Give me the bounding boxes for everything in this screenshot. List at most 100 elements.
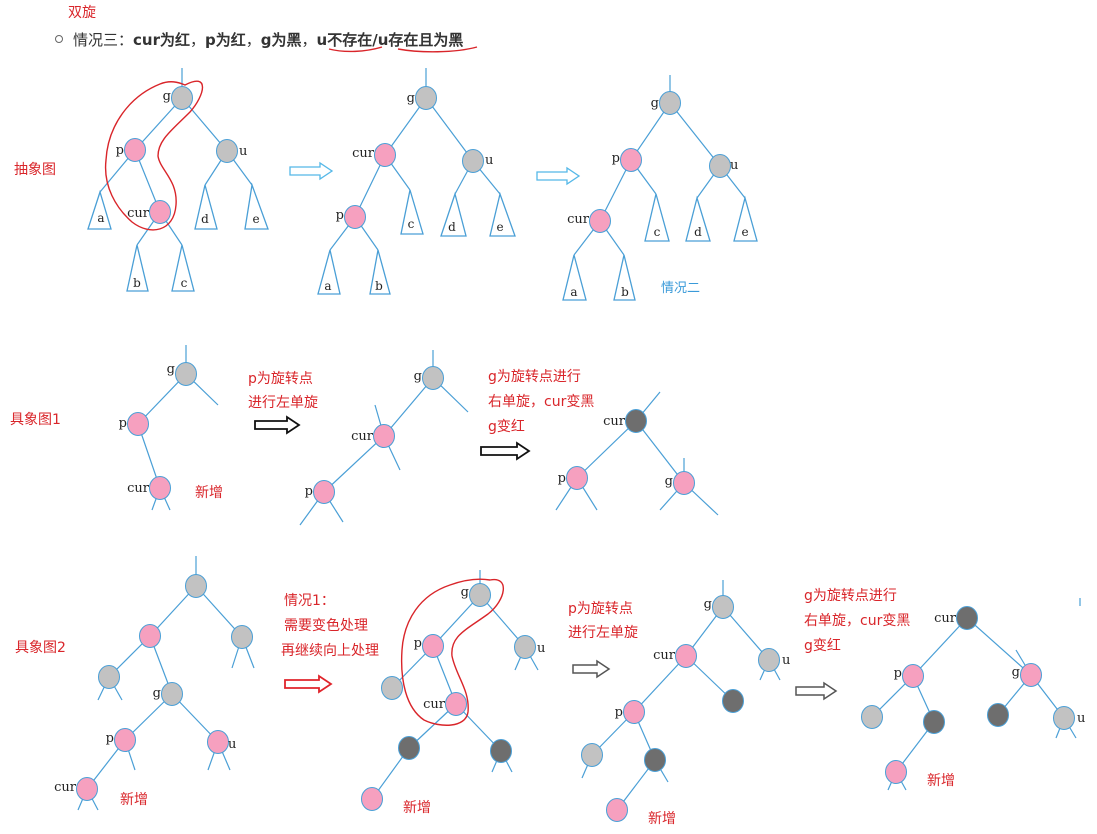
tree-edge bbox=[383, 377, 434, 437]
subtree-label: c bbox=[654, 225, 661, 239]
bullet-icon bbox=[55, 34, 63, 43]
case-description: 情况三：cur为红，p为红，g为黑，u不存在/u存在且为黑 bbox=[55, 29, 463, 50]
subtree-label: a bbox=[97, 211, 104, 225]
tree-node bbox=[361, 787, 383, 811]
tree-edge bbox=[669, 102, 721, 167]
highlight-loop bbox=[400, 578, 505, 726]
arrow-icon bbox=[795, 681, 838, 701]
subtree-label: d bbox=[694, 225, 702, 239]
tree-edge bbox=[425, 97, 474, 162]
case-conditions: cur为红，p为红，g为黑，u不存在/u存在且为黑 bbox=[133, 31, 463, 49]
rotate-p-step-text: p为旋转点 bbox=[568, 601, 633, 617]
tree-node bbox=[956, 606, 978, 630]
arrow-icon bbox=[572, 659, 611, 679]
section-title: 双旋 bbox=[68, 5, 96, 21]
row-label-concrete-2: 具象图2 bbox=[15, 640, 66, 656]
subtree-triangle bbox=[244, 182, 269, 230]
new-node-label: 新增 bbox=[927, 773, 955, 789]
case-segment: u不存在/u存在且为黑 bbox=[316, 31, 464, 49]
tree-node bbox=[445, 692, 467, 716]
subtree-triangle bbox=[194, 184, 218, 230]
tree-edge bbox=[633, 655, 687, 713]
node-label: g bbox=[651, 96, 659, 111]
tree-node bbox=[490, 739, 512, 763]
tree-node bbox=[161, 682, 183, 706]
subtree-triangle bbox=[400, 189, 424, 235]
node-label: p bbox=[336, 208, 344, 223]
subtree-label: a bbox=[324, 279, 331, 293]
node-label: cur bbox=[127, 206, 150, 221]
node-label: p bbox=[305, 484, 313, 499]
node-label: cur bbox=[423, 697, 446, 712]
tree-node bbox=[231, 625, 253, 649]
rotate-p-step-text: 进行左单旋 bbox=[568, 625, 638, 641]
tree-edge bbox=[635, 420, 685, 484]
subtree-triangle bbox=[440, 191, 467, 237]
case-segment: ， bbox=[245, 31, 261, 49]
case-one-text: 需要变色处理 bbox=[284, 618, 368, 634]
tree-node bbox=[124, 138, 146, 162]
tree-node bbox=[1053, 706, 1075, 730]
tree-node bbox=[381, 676, 403, 700]
new-node-label: 新增 bbox=[403, 800, 431, 816]
tree-node bbox=[987, 703, 1009, 727]
node-label: p bbox=[116, 143, 124, 158]
case-two-label: 情况二 bbox=[661, 281, 701, 296]
tree-node bbox=[659, 91, 681, 115]
tree-edge bbox=[576, 420, 637, 479]
node-label: g bbox=[461, 585, 469, 600]
node-label: cur bbox=[603, 414, 626, 429]
node-label: cur bbox=[351, 429, 374, 444]
subtree-triangle bbox=[317, 249, 341, 295]
subtree-label: b bbox=[133, 276, 141, 290]
node-label: p bbox=[615, 705, 623, 720]
arrow-icon bbox=[480, 441, 531, 461]
tree-node bbox=[149, 200, 171, 224]
rotate-g-step-text: g变红 bbox=[804, 638, 841, 654]
rotate-g-step-text: g变红 bbox=[488, 419, 525, 435]
tree-node bbox=[175, 362, 197, 386]
tree-node bbox=[620, 148, 642, 172]
rotate-p-step-text: p为旋转点 bbox=[248, 371, 313, 387]
node-label: g bbox=[163, 89, 171, 104]
tree-node bbox=[923, 710, 945, 734]
node-label: u bbox=[537, 641, 545, 656]
tree-node bbox=[422, 366, 444, 390]
node-label: g bbox=[1012, 665, 1020, 680]
tree-edge bbox=[323, 435, 385, 493]
node-label: cur bbox=[653, 648, 676, 663]
rotate-g-step-text: 右单旋，cur变黑 bbox=[488, 394, 595, 410]
tree-node bbox=[581, 743, 603, 767]
subtree-triangle bbox=[87, 189, 112, 230]
node-label: u bbox=[239, 144, 247, 159]
node-label: cur bbox=[934, 611, 957, 626]
node-label: p bbox=[106, 731, 114, 746]
tree-edge bbox=[912, 617, 968, 677]
tree-node bbox=[712, 595, 734, 619]
row-label-abstract: 抽象图 bbox=[14, 162, 56, 178]
tree-node bbox=[171, 86, 193, 110]
node-label: g bbox=[665, 474, 673, 489]
highlight-loop bbox=[104, 80, 204, 231]
subtree-label: e bbox=[496, 220, 503, 234]
tree-node bbox=[185, 574, 207, 598]
tree-node bbox=[76, 777, 98, 801]
case-segment: ， bbox=[301, 31, 317, 49]
tree-node bbox=[606, 798, 628, 822]
node-label: p bbox=[612, 151, 620, 166]
node-label: u bbox=[228, 737, 236, 752]
rotate-g-step-text: 右单旋，cur变黑 bbox=[804, 613, 911, 629]
subtree-triangle bbox=[171, 244, 195, 292]
arrow-icon bbox=[289, 161, 334, 181]
tree-node bbox=[623, 700, 645, 724]
tree-node bbox=[344, 205, 366, 229]
arrow-icon bbox=[284, 674, 333, 694]
tree-node bbox=[514, 635, 536, 659]
node-label: u bbox=[782, 653, 790, 668]
tree-node bbox=[469, 583, 491, 607]
subtree-label: e bbox=[252, 212, 259, 226]
tree-node bbox=[207, 730, 229, 754]
subtree-triangle bbox=[644, 193, 670, 242]
